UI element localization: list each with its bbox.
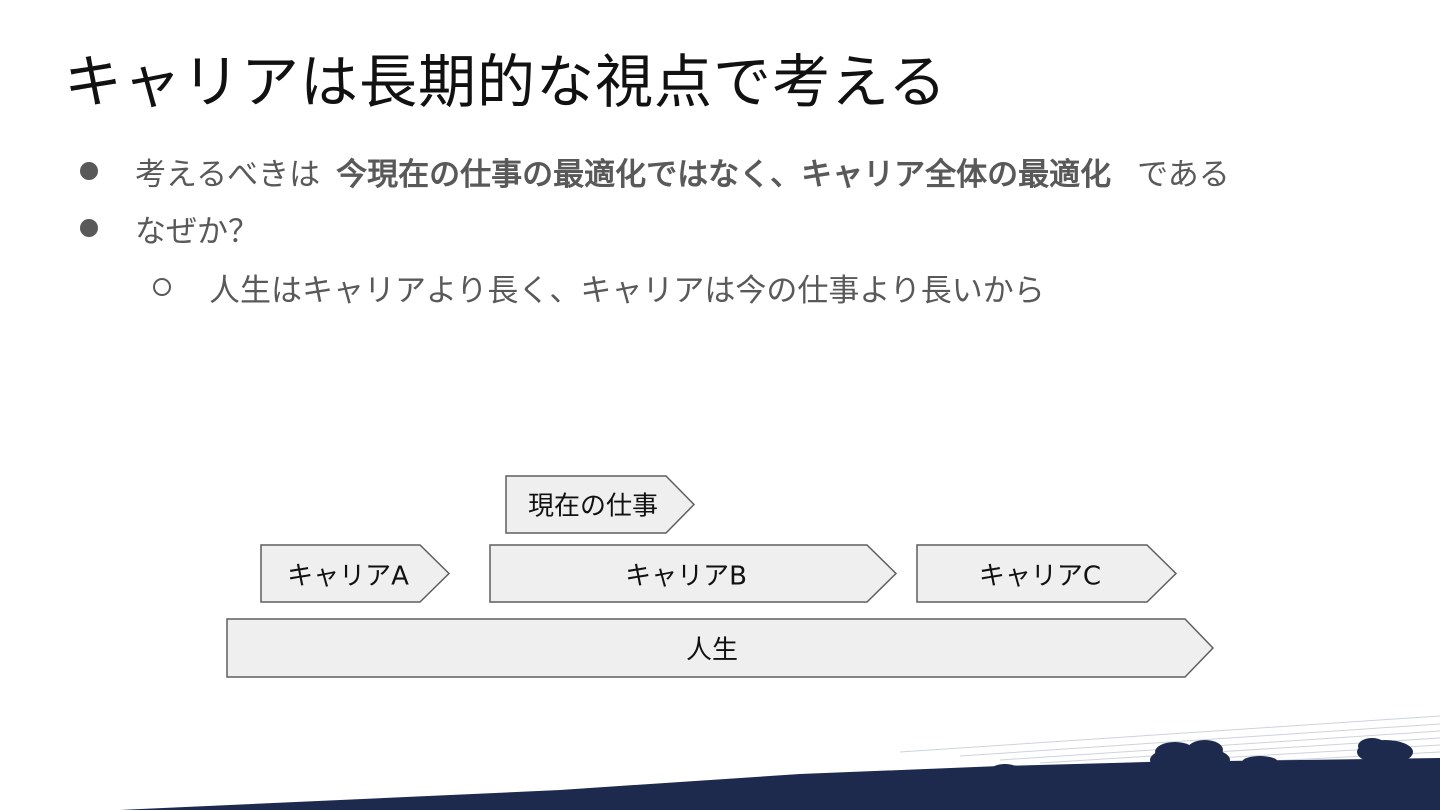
- bullet-circle-icon: [153, 278, 171, 296]
- sub-bullet-text: 人生はキャリアより長く、キャリアは今の仕事より長いから: [209, 272, 1045, 309]
- sub-bullet-item: 人生はキャリアより長く、キャリアは今の仕事より長いから: [150, 265, 1045, 309]
- bullet-dot-icon: [80, 219, 98, 237]
- bullet-text: なぜか？: [135, 213, 259, 250]
- slide-title: キャリアは長期的な視点で考える: [64, 48, 948, 116]
- bullet-item: なぜか？: [78, 206, 259, 250]
- bullet-prefix: 考えるべきは: [135, 156, 321, 193]
- tree-silhouettes: [991, 738, 1413, 776]
- bullet-item: 考えるべきは 今現在の仕事の最適化ではなく、キャリア全体の最適化 である: [78, 149, 1230, 193]
- bullet-suffix: である: [1137, 156, 1230, 193]
- bullet-list: 考えるべきは 今現在の仕事の最適化ではなく、キャリア全体の最適化 である なぜか…: [0, 0, 1440, 320]
- landscape-hill: [120, 758, 1440, 810]
- bullet-emphasis: 今現在の仕事の最適化ではなく、キャリア全体の最適化: [336, 156, 1112, 193]
- bullet-dot-icon: [80, 162, 98, 180]
